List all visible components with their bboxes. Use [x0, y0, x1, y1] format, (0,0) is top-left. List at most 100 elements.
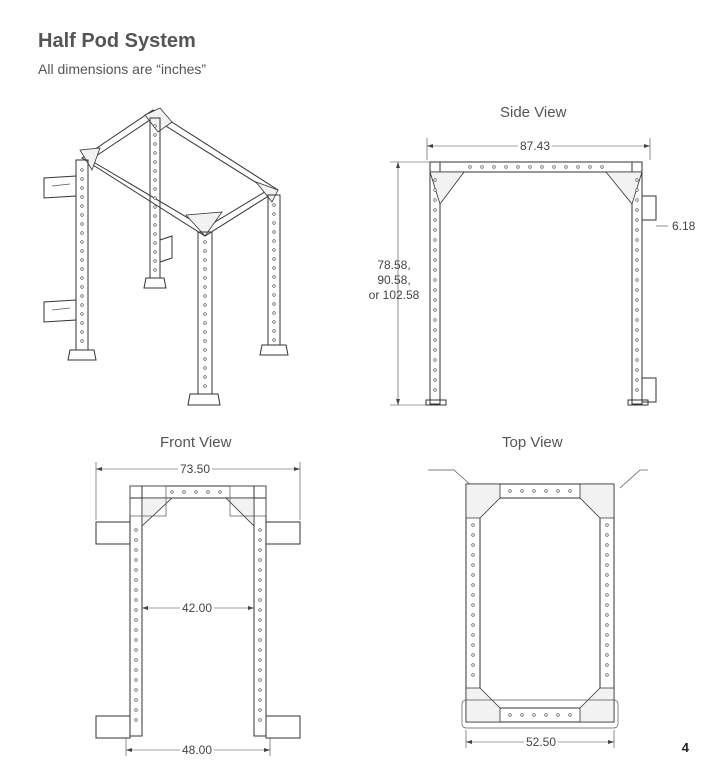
bolt-hole — [134, 648, 138, 652]
bolt-hole — [433, 328, 437, 332]
bolt-hole — [635, 268, 639, 272]
bolt-hole — [471, 533, 475, 537]
bolt-hole — [218, 490, 222, 494]
bolt-hole — [471, 653, 475, 657]
bolt-hole — [203, 384, 207, 388]
bolt-hole — [80, 267, 84, 271]
bolt-hole — [258, 568, 262, 572]
top-width-dimension: 52.50 — [524, 735, 559, 749]
corner-gusset — [605, 171, 643, 205]
bolt-hole — [258, 658, 262, 662]
bolt-hole — [272, 230, 276, 234]
bolt-hole — [80, 312, 84, 316]
bolt-hole — [480, 165, 484, 169]
bolt-hole — [258, 708, 262, 712]
bolt-hole — [194, 490, 198, 494]
corner-plate — [579, 483, 615, 519]
bolt-hole — [508, 713, 512, 717]
bolt-hole — [588, 165, 592, 169]
bolt-hole — [272, 248, 276, 252]
bolt-hole — [468, 165, 472, 169]
bolt-hole — [272, 302, 276, 306]
bolt-hole — [80, 339, 84, 343]
bolt-hole — [80, 231, 84, 235]
bolt-hole — [134, 628, 138, 632]
bolt-hole — [80, 321, 84, 325]
corner-plate — [465, 687, 501, 723]
bolt-hole — [635, 288, 639, 292]
bolt-hole — [272, 338, 276, 342]
bolt-hole — [516, 165, 520, 169]
front-view-drawing — [95, 462, 301, 756]
bolt-hole — [605, 603, 609, 607]
bolt-hole — [556, 713, 560, 717]
bolt-hole — [153, 241, 157, 245]
bolt-hole — [153, 259, 157, 263]
bolt-hole — [134, 558, 138, 562]
bolt-hole — [134, 668, 138, 672]
bolt-hole — [544, 713, 548, 717]
corner-gusset — [429, 171, 465, 205]
top-view-drawing — [428, 469, 648, 748]
bolt-hole — [134, 718, 138, 722]
bolt-hole — [80, 168, 84, 172]
bolt-hole — [564, 165, 568, 169]
bolt-hole — [258, 668, 262, 672]
bolt-hole — [258, 558, 262, 562]
bolt-hole — [635, 258, 639, 262]
bolt-hole — [568, 713, 572, 717]
bolt-hole — [258, 678, 262, 682]
bolt-hole — [433, 278, 437, 282]
bolt-hole — [80, 285, 84, 289]
bolt-hole — [605, 633, 609, 637]
bolt-hole — [258, 538, 262, 542]
bolt-hole — [635, 178, 639, 182]
bolt-hole — [258, 598, 262, 602]
bolt-hole — [605, 653, 609, 657]
bolt-hole — [433, 318, 437, 322]
bolt-hole — [258, 648, 262, 652]
bolt-hole — [80, 258, 84, 262]
bolt-hole — [635, 208, 639, 212]
bolt-hole — [556, 489, 560, 493]
bolt-hole — [635, 388, 639, 392]
bolt-hole — [520, 713, 524, 717]
front-base-width-dimension: 48.00 — [180, 743, 215, 757]
bolt-hole — [433, 388, 437, 392]
page-subtitle: All dimensions are “inches” — [38, 61, 207, 77]
bolt-hole — [471, 573, 475, 577]
bolt-hole — [170, 490, 174, 494]
bolt-hole — [605, 563, 609, 567]
bolt-hole — [80, 294, 84, 298]
bolt-hole — [471, 623, 475, 627]
bolt-hole — [635, 298, 639, 302]
bolt-hole — [504, 165, 508, 169]
bolt-hole — [153, 169, 157, 173]
bolt-hole — [258, 608, 262, 612]
bolt-hole — [635, 238, 639, 242]
bolt-hole — [605, 673, 609, 677]
bolt-hole — [471, 523, 475, 527]
bolt-hole — [605, 583, 609, 587]
bolt-hole — [153, 205, 157, 209]
bolt-hole — [272, 320, 276, 324]
bolt-hole — [433, 348, 437, 352]
bolt-hole — [433, 358, 437, 362]
bolt-hole — [153, 124, 157, 128]
bolt-hole — [635, 228, 639, 232]
corner-plate — [465, 483, 501, 519]
bolt-hole — [153, 268, 157, 272]
bolt-hole — [134, 588, 138, 592]
bolt-hole — [433, 268, 437, 272]
bolt-hole — [153, 223, 157, 227]
bolt-hole — [80, 195, 84, 199]
side-height-dimension: 78.58, 90.58, or 102.58 — [362, 258, 426, 303]
height-option-2: 90.58, — [377, 273, 411, 287]
bolt-hole — [433, 338, 437, 342]
bolt-hole — [80, 330, 84, 334]
bolt-hole — [605, 543, 609, 547]
corner-gusset — [185, 211, 223, 237]
bolt-hole — [605, 643, 609, 647]
bolt-hole — [635, 348, 639, 352]
